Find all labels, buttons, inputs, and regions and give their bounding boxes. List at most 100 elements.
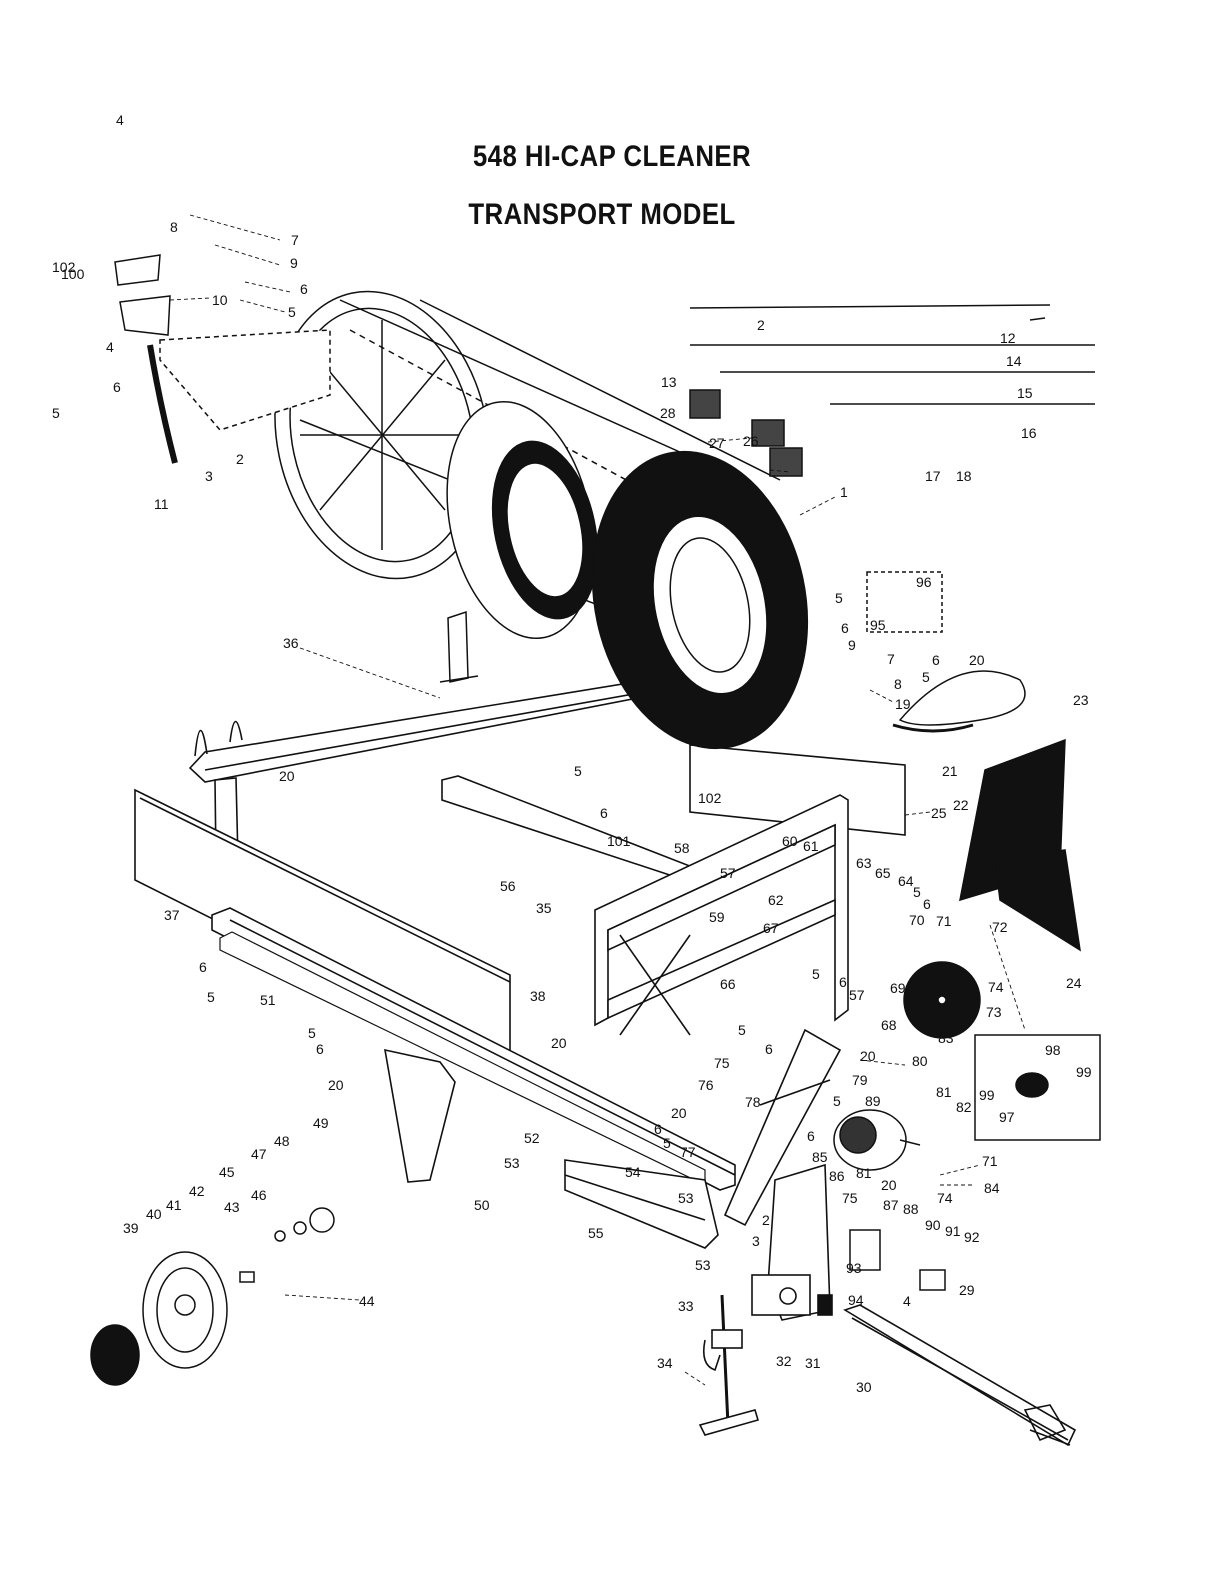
callout-label: 53 [504,1155,520,1171]
callout-label: 41 [166,1197,182,1213]
callout-label: 95 [870,617,886,633]
callout-label: 63 [856,855,872,871]
callout-label: 5 [288,304,296,320]
callout-label: 52 [524,1130,540,1146]
callout-label: 49 [313,1115,329,1131]
callout-label: 61 [803,838,819,854]
callout-label: 5 [574,763,582,779]
callout-label: 6 [654,1121,662,1137]
callout-label: 67 [763,920,779,936]
callout-label: 93 [846,1260,862,1276]
callout-label: 20 [881,1177,897,1193]
callout-label: 54 [625,1164,641,1180]
callout-label: 5 [922,669,930,685]
callout-label: 26 [743,433,759,449]
callout-label: 99 [1076,1064,1092,1080]
leader-lines [169,214,1026,1386]
callout-label: 101 [607,833,631,849]
callout-label: 1 [840,484,848,500]
callout-label: 4 [903,1293,911,1309]
callout-label: 100 [61,266,85,282]
callout-label: 20 [551,1035,567,1051]
callout-label: 20 [279,768,295,784]
callout-label: 24 [1066,975,1082,991]
callout-label: 13 [661,374,677,390]
callout-label: 3 [752,1233,760,1249]
callout-label: 75 [842,1190,858,1206]
callout-label: 74 [937,1190,953,1206]
callout-label: 83 [938,1030,954,1046]
callout-label: 46 [251,1187,267,1203]
callout-label: 94 [848,1292,864,1308]
callout-label: 27 [709,435,725,451]
callout-label: 57 [720,865,736,881]
callout-label: 5 [52,405,60,421]
callout-label: 62 [768,892,784,908]
callout-label: 59 [709,909,725,925]
callout-label: 31 [805,1355,821,1371]
callout-label: 9 [290,255,298,271]
callout-label: 78 [745,1094,761,1110]
callout-label: 37 [164,907,180,923]
frame-drawing [134,659,1077,1447]
callout-label: 71 [982,1153,998,1169]
callout-label: 50 [474,1197,490,1213]
callout-label: 8 [170,219,178,235]
page-number: 4 [116,112,124,128]
callout-label: 5 [835,590,843,606]
callout-label: 4 [106,339,114,355]
callout-label: 29 [959,1282,975,1298]
callout-label: 44 [359,1293,375,1309]
callout-label: 87 [883,1197,899,1213]
callout-label: 2 [757,317,765,333]
callout-label: 28 [660,405,676,421]
callout-label: 47 [251,1146,267,1162]
callout-label: 2 [236,451,244,467]
callout-label: 6 [807,1128,815,1144]
callout-label: 23 [1073,692,1089,708]
callout-label: 43 [224,1199,240,1215]
callout-label: 77 [680,1144,696,1160]
callout-label: 97 [999,1109,1015,1125]
callout-label: 56 [500,878,516,894]
hopper-drawing [90,254,1101,1386]
callout-label: 6 [600,805,608,821]
callout-label: 9 [848,637,856,653]
callout-label: 5 [663,1135,671,1151]
callout-label: 19 [895,696,911,712]
callout-label: 14 [1006,353,1022,369]
callout-label: 45 [219,1164,235,1180]
callout-label: 92 [964,1229,980,1245]
callout-label: 65 [875,865,891,881]
callout-label: 6 [300,281,308,297]
callout-label: 55 [588,1225,604,1241]
callout-label: 20 [671,1105,687,1121]
callout-label: 20 [969,652,985,668]
callout-label: 20 [860,1048,876,1064]
callout-label: 10 [212,292,228,308]
callout-label: 34 [657,1355,673,1371]
callout-label: 102 [698,790,722,806]
callout-label: 5 [833,1093,841,1109]
callout-label: 6 [932,652,940,668]
callout-label: 30 [856,1379,872,1395]
callout-label: 7 [887,651,895,667]
diagram-subtitle: TRANSPORT MODEL [468,198,736,231]
callout-label: 6 [923,896,931,912]
callout-label: 91 [945,1223,961,1239]
callout-label: 33 [678,1298,694,1314]
callout-label: 82 [956,1099,972,1115]
callout-label: 16 [1021,425,1037,441]
callout-label: 76 [698,1077,714,1093]
callout-label: 85 [812,1149,828,1165]
callout-label: 20 [328,1077,344,1093]
callout-label: 38 [530,988,546,1004]
callout-label: 11 [154,496,169,512]
callout-label: 53 [695,1257,711,1273]
callout-label: 88 [903,1201,919,1217]
callout-label: 6 [839,974,847,990]
callout-label: 64 [898,873,914,889]
callout-label: 58 [674,840,690,856]
callout-label: 5 [308,1025,316,1041]
callout-label: 86 [829,1168,845,1184]
